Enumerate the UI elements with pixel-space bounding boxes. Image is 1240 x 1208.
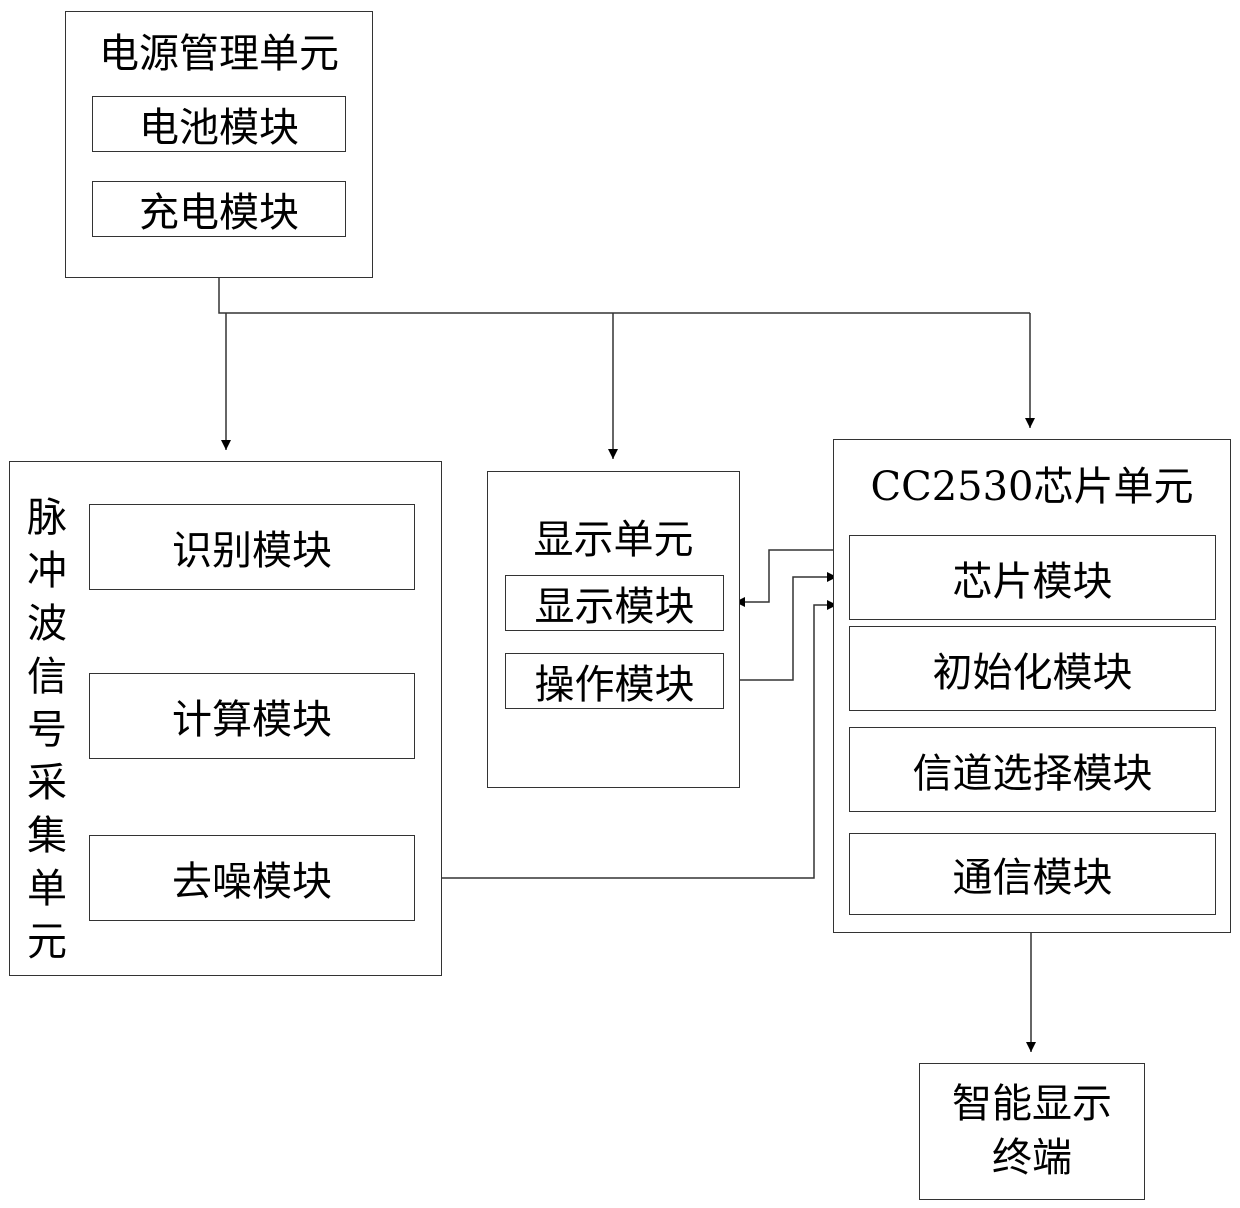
denoise-module: 去噪模块: [89, 835, 415, 921]
charging-module: 充电模块: [92, 181, 346, 237]
pulse-title-char: 号: [27, 704, 67, 757]
power-unit-title: 电源管理单元: [66, 34, 372, 74]
pulse-title-char: 波: [27, 598, 67, 651]
calculation-module: 计算模块: [89, 673, 415, 759]
arrow-chip-to-display: [735, 550, 849, 602]
chip-module: 芯片模块: [849, 535, 1216, 620]
arrow-operation-to-chip: [723, 577, 837, 680]
battery-module: 电池模块: [92, 96, 346, 152]
display-unit-title: 显示单元: [488, 520, 739, 560]
smart-display-terminal: 智能显示 终端: [919, 1063, 1145, 1200]
cc2530-chip-unit: CC2530芯片单元 芯片模块 初始化模块 信道选择模块 通信模块: [833, 439, 1231, 933]
initialization-module: 初始化模块: [849, 626, 1216, 711]
display-unit: 显示单元 显示模块 操作模块: [487, 471, 740, 788]
pulse-title-char: 采: [27, 757, 67, 810]
pulse-title-char: 元: [27, 916, 67, 969]
operation-module: 操作模块: [505, 653, 724, 709]
terminal-label-line2: 终端: [920, 1138, 1144, 1178]
display-module: 显示模块: [505, 575, 724, 631]
pulse-wave-acquisition-unit: 脉 冲 波 信 号 采 集 单 元 识别模块 计算模块 去噪模块: [9, 461, 442, 976]
pulse-title-char: 单: [27, 863, 67, 916]
pulse-title-char: 冲: [27, 545, 67, 598]
chip-unit-title: CC2530芯片单元: [834, 467, 1230, 507]
identification-module: 识别模块: [89, 504, 415, 590]
power-management-unit: 电源管理单元 电池模块 充电模块: [65, 11, 373, 278]
pulse-title-char: 脉: [27, 492, 67, 545]
channel-selection-module: 信道选择模块: [849, 727, 1216, 812]
communication-module: 通信模块: [849, 833, 1216, 915]
power-bus-line: [219, 278, 1030, 313]
pulse-title-char: 信: [27, 651, 67, 704]
pulse-unit-title: 脉 冲 波 信 号 采 集 单 元: [22, 492, 72, 969]
pulse-title-char: 集: [27, 810, 67, 863]
terminal-label-line1: 智能显示: [920, 1084, 1144, 1124]
